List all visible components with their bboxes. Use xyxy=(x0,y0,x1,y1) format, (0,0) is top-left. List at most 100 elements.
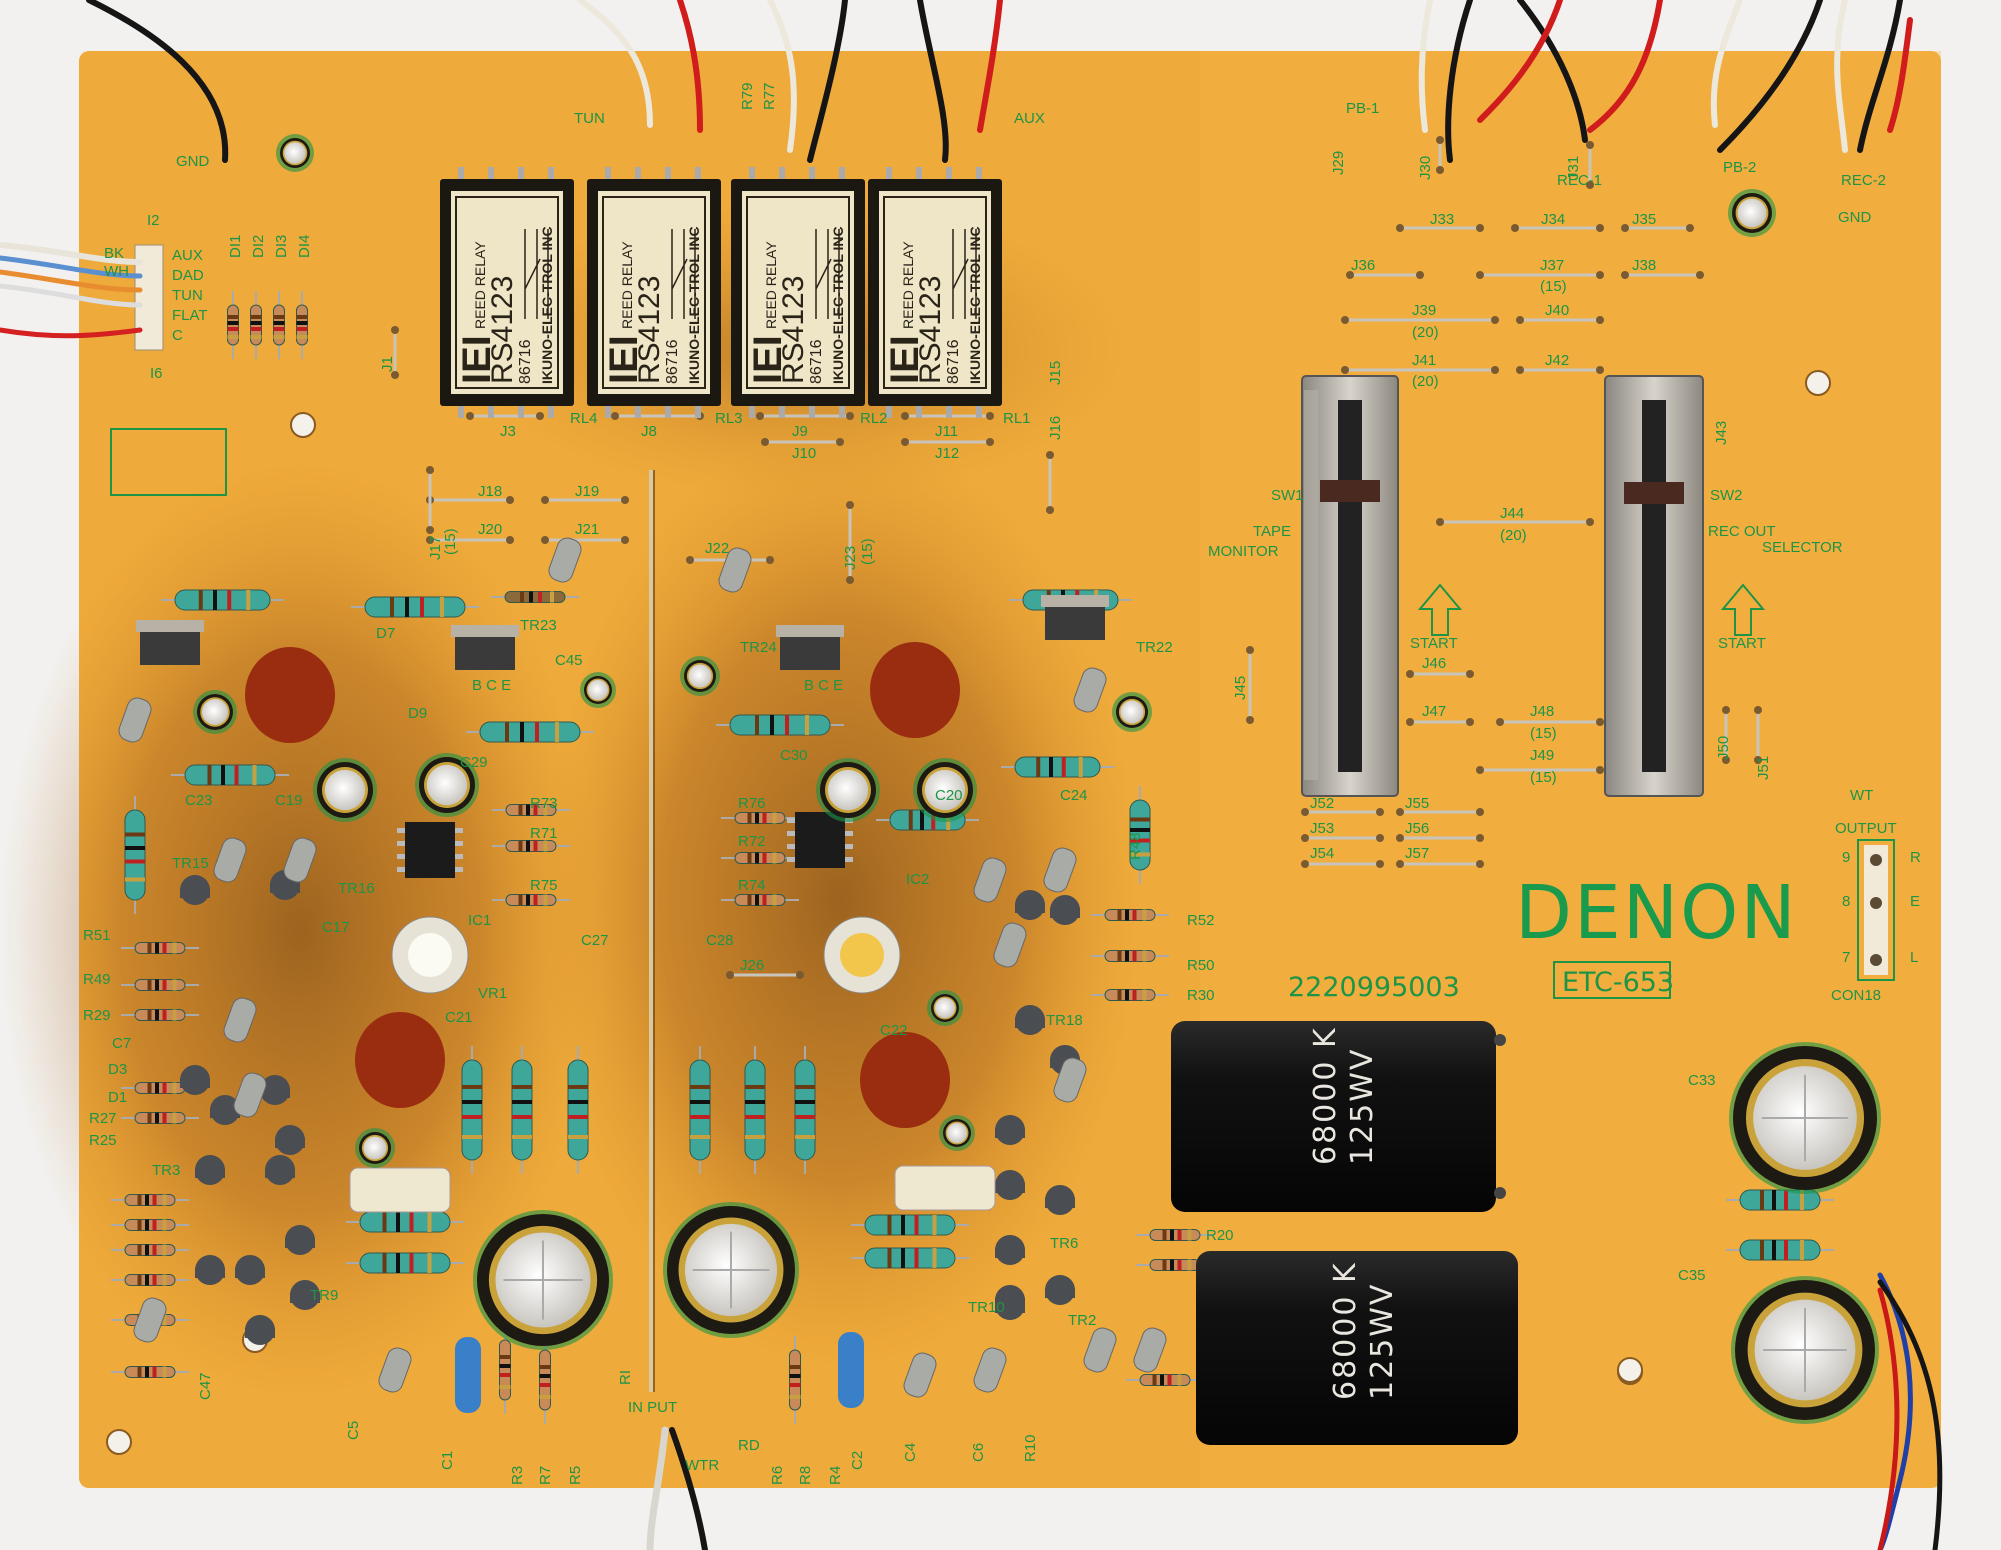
power-transistor xyxy=(451,625,519,670)
silkscreen-label-output: OUTPUT xyxy=(1835,820,1897,837)
power-transistor xyxy=(1041,595,1109,640)
silkscreen-label-j51: J51 xyxy=(1755,756,1772,780)
jumper-wire xyxy=(1396,808,1484,816)
silkscreen-label-r29: R29 xyxy=(83,1007,111,1024)
glass-capacitor xyxy=(133,1297,167,1343)
glass-capacitor xyxy=(718,547,752,593)
silkscreen-label-j19: J19 xyxy=(575,483,599,500)
transistor xyxy=(210,1095,240,1125)
jumper-wire xyxy=(426,536,514,544)
silkscreen-label-j48: J48 xyxy=(1530,703,1554,720)
transistor xyxy=(290,1280,320,1310)
jumper-wire xyxy=(391,326,399,379)
resistor xyxy=(1091,989,1169,1001)
jumper-wire xyxy=(1406,670,1474,678)
silkscreen-label-con18: CON18 xyxy=(1831,987,1881,1004)
resistor xyxy=(111,1219,189,1231)
glass-capacitor xyxy=(993,922,1027,968)
glass-capacitor xyxy=(903,1352,937,1398)
transistor xyxy=(1045,1185,1075,1215)
resistor xyxy=(851,1214,969,1236)
silkscreen-label-tr2: TR2 xyxy=(1068,1312,1096,1329)
resistor xyxy=(296,291,308,359)
silkscreen-label-d12: DI2 xyxy=(250,235,267,258)
resistor xyxy=(121,1009,199,1021)
silkscreen-label-wt: WT xyxy=(1850,787,1873,804)
silkscreen-label-conn-flat: FLAT xyxy=(172,307,208,324)
relay-code: 86716 xyxy=(808,339,825,384)
resistor xyxy=(1126,1374,1204,1386)
silkscreen-label-j12: J12 xyxy=(935,445,959,462)
silkscreen-label-tr15: TR15 xyxy=(172,855,209,872)
slider-knob xyxy=(1320,480,1380,502)
silkscreen-label-tr3: TR3 xyxy=(152,1162,180,1179)
transistor xyxy=(265,1155,295,1185)
silkscreen-label-j55: J55 xyxy=(1405,795,1429,812)
slider-knob xyxy=(1624,482,1684,504)
jumper-wire xyxy=(1754,706,1762,764)
resistor xyxy=(161,589,284,611)
relay-logo: IEI xyxy=(883,335,927,384)
silkscreen-label-r7: R7 xyxy=(537,1466,554,1485)
pcb-part-number: 2220995003 xyxy=(1288,972,1460,1003)
silkscreen-label-j42: J42 xyxy=(1545,352,1569,369)
electrolytic-capacitor xyxy=(1728,189,1776,237)
film-capacitor xyxy=(870,642,960,738)
silkscreen-label-j9: J9 xyxy=(792,423,808,440)
blue-film-capacitor xyxy=(838,1332,864,1408)
jumper-wire xyxy=(466,412,544,420)
film-capacitor xyxy=(860,1032,950,1128)
silkscreen-label-j11: J11 xyxy=(935,423,958,440)
silkscreen-label-j10: J10 xyxy=(792,445,816,462)
silkscreen-label-j34: J34 xyxy=(1541,211,1565,228)
glass-capacitor xyxy=(118,697,152,743)
resistor xyxy=(511,1046,533,1174)
resistor xyxy=(789,1336,801,1424)
silkscreen-label-tr6: TR6 xyxy=(1050,1235,1078,1252)
silkscreen-label-j3: J3 xyxy=(500,423,516,440)
model-box xyxy=(1553,961,1671,999)
silkscreen-label-c33: C33 xyxy=(1688,1072,1716,1089)
relay-maker: IKUNO-ELEC-TROL INC xyxy=(686,226,702,384)
jumper-wire xyxy=(1621,224,1694,232)
transistor xyxy=(235,1255,265,1285)
silkscreen-label-j46: J46 xyxy=(1422,655,1446,672)
silkscreen-label-j52: J52 xyxy=(1310,795,1334,812)
silkscreen-label-pin-l: L xyxy=(1910,949,1918,966)
silkscreen-label-j29: J29 xyxy=(1330,151,1347,175)
blue-film-capacitor xyxy=(455,1337,481,1413)
resistor xyxy=(346,1211,464,1233)
silkscreen-label-monitor: MONITOR xyxy=(1208,543,1279,560)
mounting-hole xyxy=(106,1429,132,1455)
jumper-wire xyxy=(1396,860,1484,868)
resistor xyxy=(111,1244,189,1256)
silkscreen-label-c22: C22 xyxy=(880,1022,908,1039)
silkscreen-label-pb2: PB-2 xyxy=(1723,159,1756,176)
silkscreen-label-sw2: SW2 xyxy=(1710,487,1743,504)
electrolytic-capacitor xyxy=(816,758,880,822)
relay-schematic-icon xyxy=(671,229,696,319)
silkscreen-label-c2: C2 xyxy=(849,1451,866,1470)
silkscreen-label-bk: BK xyxy=(104,245,124,262)
resistor xyxy=(121,942,199,954)
silkscreen-label-rl4: RL4 xyxy=(570,410,598,427)
electrolytic-capacitor xyxy=(939,1115,975,1151)
silkscreen-label-j47: J47 xyxy=(1422,703,1446,720)
relay-schematic-icon xyxy=(524,229,549,319)
jumper-wire xyxy=(1496,718,1604,726)
jumper-wire xyxy=(726,971,804,979)
jumper-wire xyxy=(1516,316,1604,324)
relay-logo: IEI xyxy=(455,335,499,384)
op-amp-ic xyxy=(787,812,853,868)
small-components xyxy=(118,537,1167,1413)
silkscreen-label-bce2: B C E xyxy=(804,677,843,694)
silkscreen-label-r30: R30 xyxy=(1187,987,1215,1004)
silkscreen-label-ic2: IC2 xyxy=(906,871,929,888)
silkscreen-label-j49: J49 xyxy=(1530,747,1554,764)
silkscreen-label-c29: C29 xyxy=(460,754,488,771)
silkscreen-label-c6: C6 xyxy=(970,1443,987,1462)
resistor xyxy=(721,894,799,906)
silkscreen-label-d14: DI4 xyxy=(296,235,313,258)
